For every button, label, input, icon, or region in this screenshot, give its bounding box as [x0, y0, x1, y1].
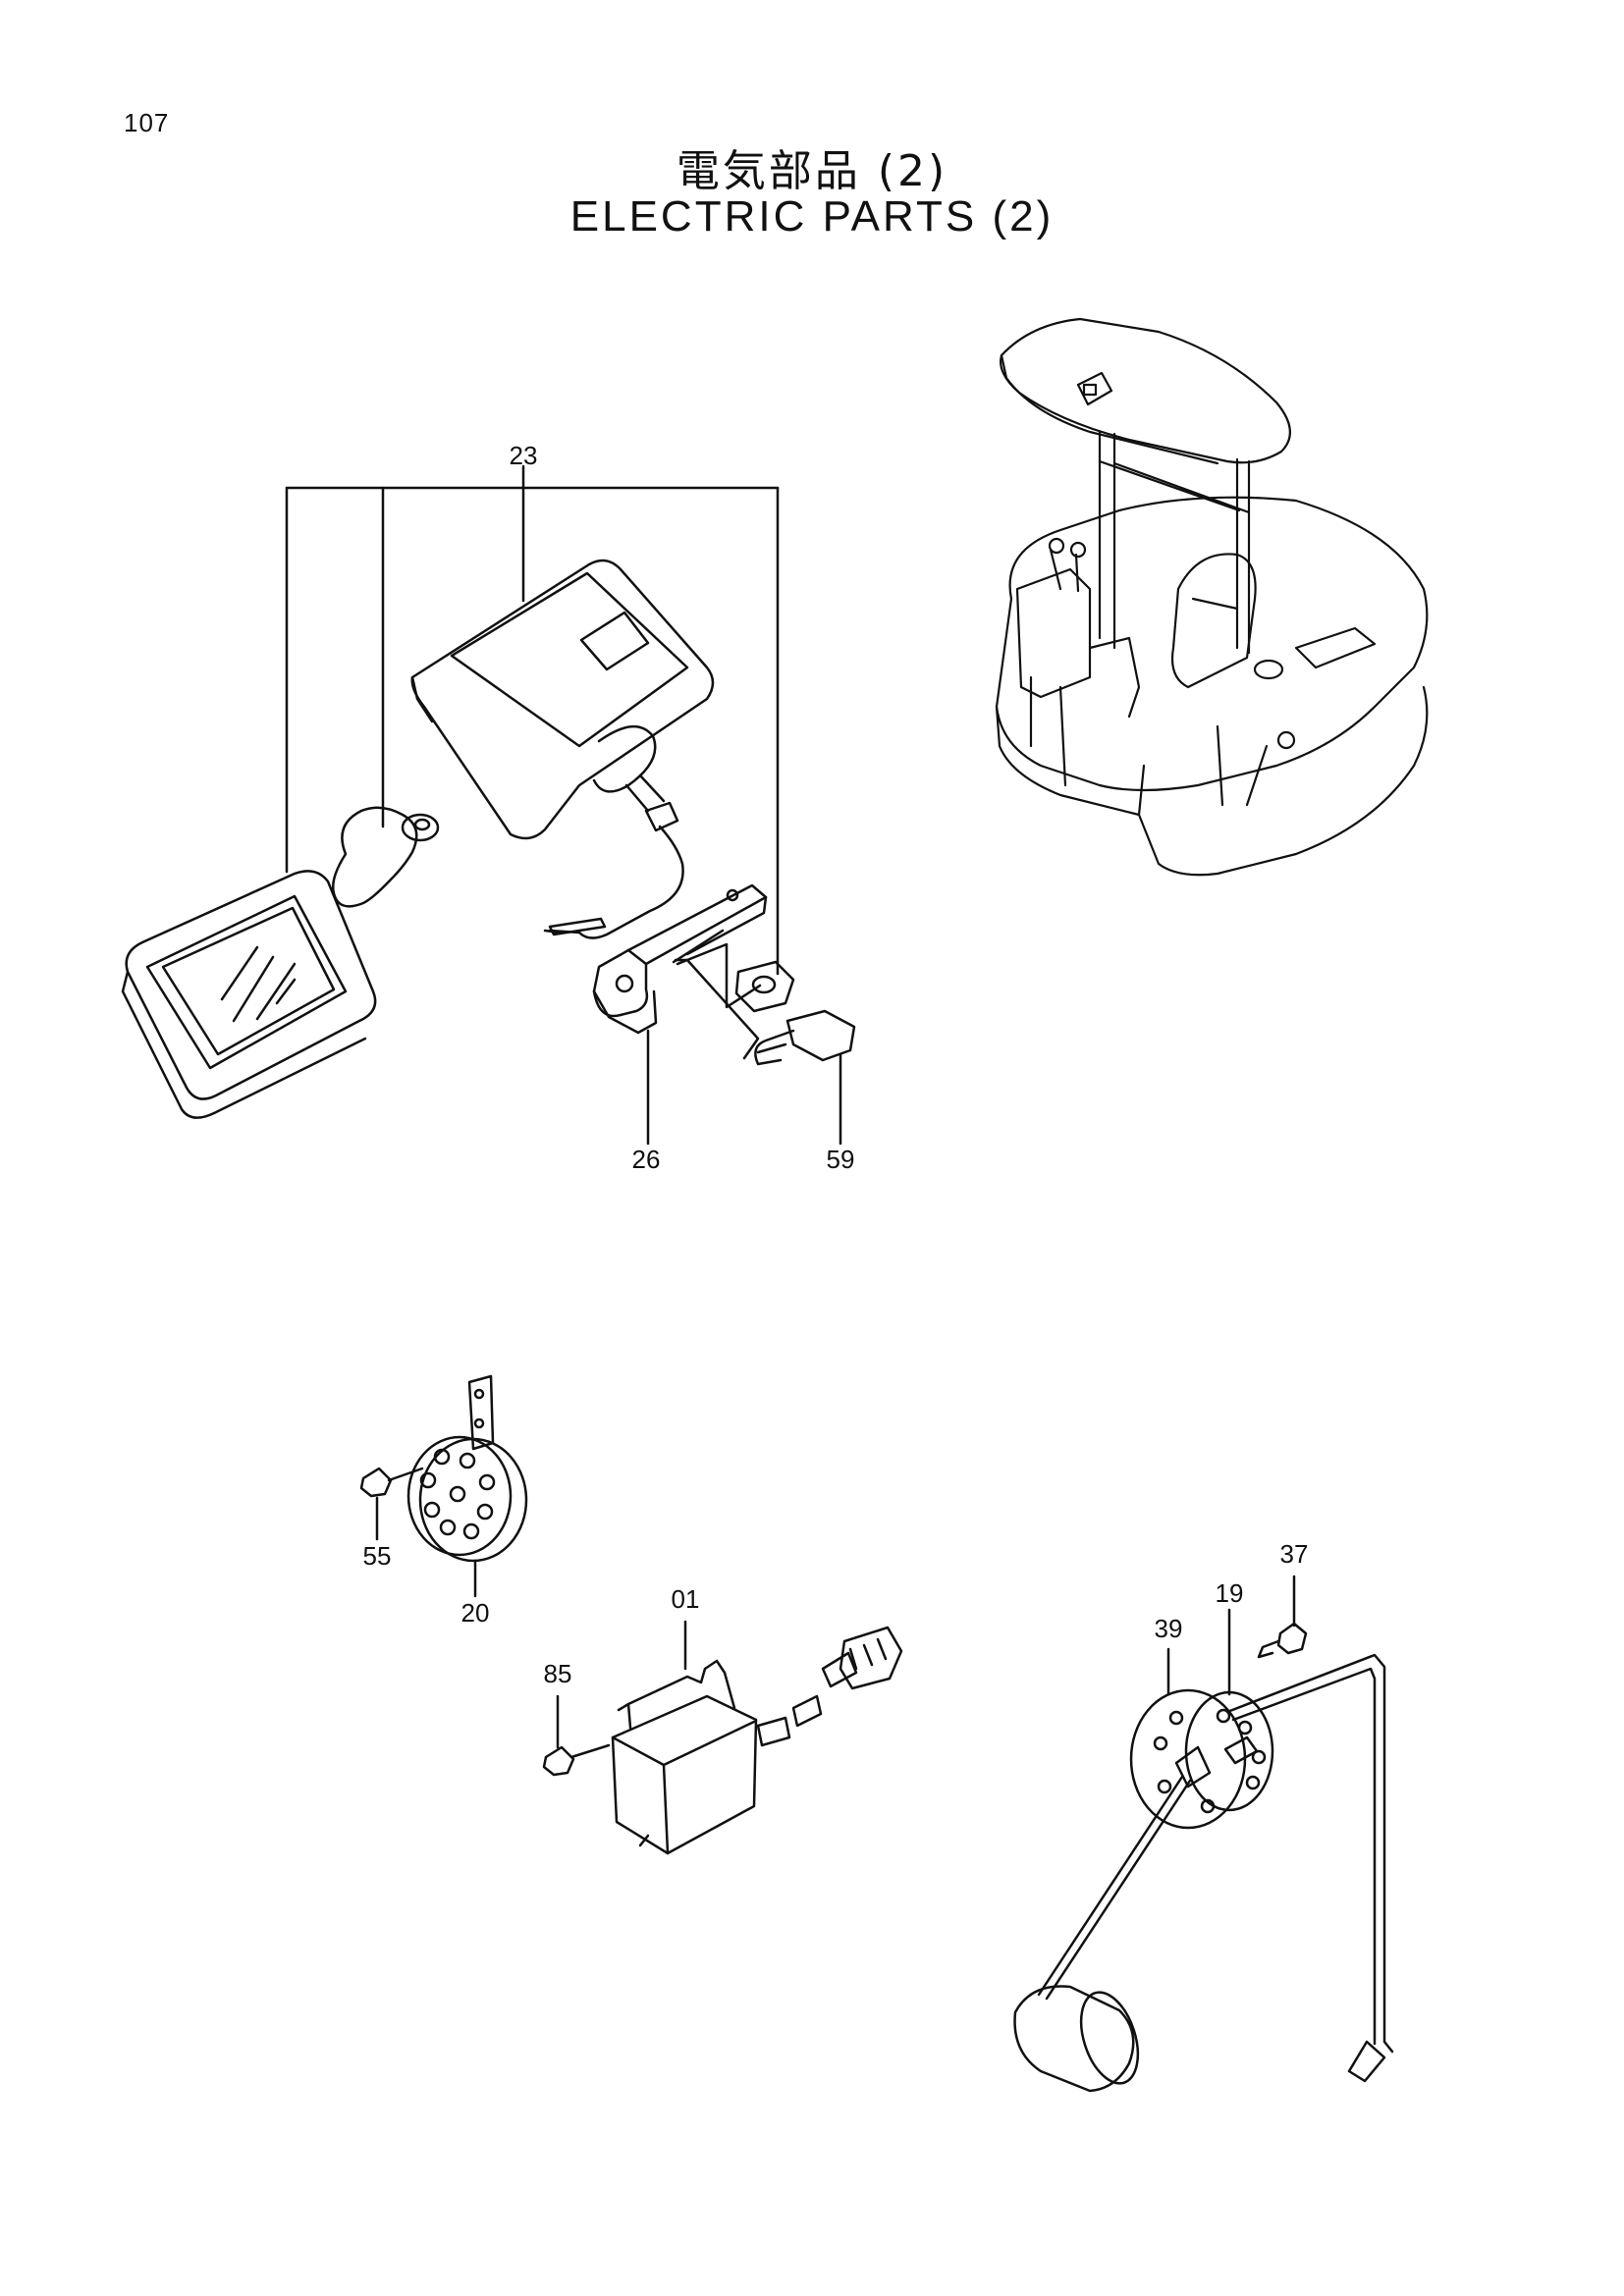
- machine-overview: [995, 317, 1429, 877]
- leader-line-bolt: [674, 958, 760, 1060]
- callout-labels: 23 26 59 55 20 01 85 37 19 39: [363, 441, 1309, 1688]
- relay-bolt: [542, 1743, 611, 1777]
- work-lamp-assembly: [121, 464, 856, 1146]
- lamp-bracket: [592, 883, 768, 1035]
- leader-line-nut: [676, 942, 762, 1009]
- page-number: 107: [124, 108, 170, 137]
- sender-float-arm: [1037, 1775, 1192, 2001]
- callout-20: 20: [461, 1598, 490, 1628]
- lamp-bulb: [332, 806, 440, 908]
- sender-tube: [1225, 1653, 1394, 2083]
- page-title-japanese: 電気部品 (2): [676, 146, 948, 196]
- relay-connector: [756, 1626, 903, 1747]
- horn-body: [406, 1435, 528, 1563]
- horn-bolt: [359, 1467, 424, 1498]
- relay-unit-assembly: [542, 1620, 903, 1855]
- sender-float: [1013, 1985, 1140, 2093]
- callout-55: 55: [363, 1541, 392, 1571]
- lamp-bolt: [754, 1009, 856, 1066]
- callout-01: 01: [672, 1584, 700, 1614]
- horn-assembly: [359, 1374, 528, 1598]
- lamp-nut: [734, 960, 795, 1013]
- callout-85: 85: [544, 1659, 572, 1688]
- page-title-english: ELECTRIC PARTS (2): [569, 192, 1055, 240]
- callout-26: 26: [632, 1145, 661, 1174]
- relay-body: [611, 1659, 758, 1855]
- callout-19: 19: [1216, 1578, 1244, 1608]
- callout-39: 39: [1155, 1614, 1183, 1643]
- callout-37: 37: [1280, 1539, 1309, 1569]
- lamp-wire: [543, 917, 607, 936]
- lamp-lens: [121, 870, 377, 1119]
- sender-screw: [1257, 1622, 1308, 1659]
- fuel-sender-assembly: [1013, 1575, 1394, 2093]
- lamp-housing: [410, 559, 715, 939]
- callout-59: 59: [827, 1145, 855, 1174]
- sender-flange: [1129, 1688, 1274, 1830]
- leader-bracket-23: [285, 464, 780, 976]
- leader-line-bracket-nut: [672, 929, 725, 964]
- callout-23: 23: [510, 441, 538, 470]
